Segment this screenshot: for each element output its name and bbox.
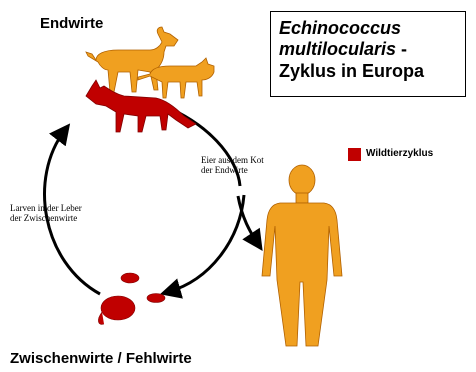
rodent-icon bbox=[98, 273, 165, 324]
cycle-arrow-left bbox=[45, 130, 100, 294]
cycle-arrow-bottom bbox=[168, 195, 244, 292]
human-icon bbox=[262, 165, 342, 346]
arrow-to-human bbox=[238, 196, 258, 244]
fox-icon bbox=[86, 80, 196, 132]
